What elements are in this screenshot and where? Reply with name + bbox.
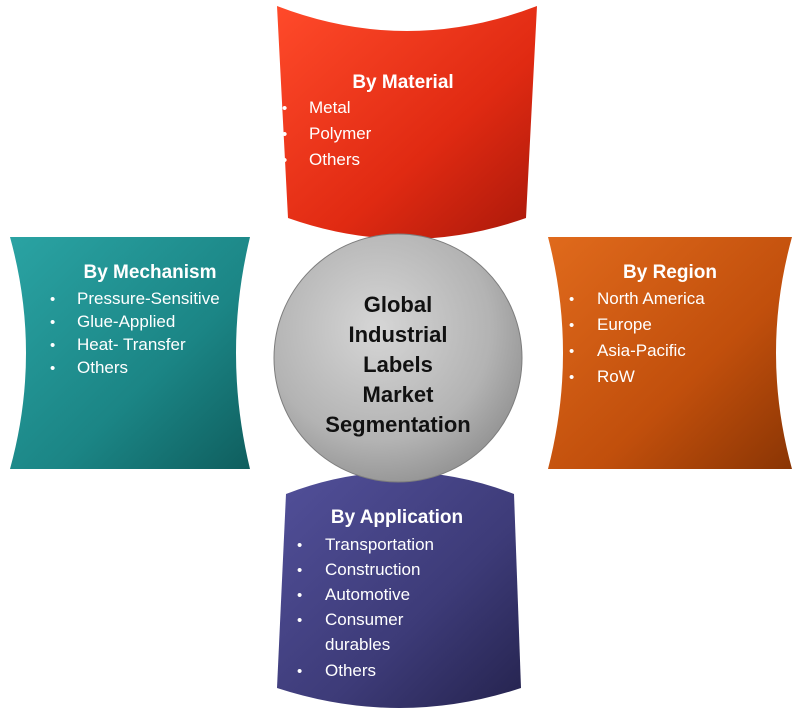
center-title-line: Segmentation	[325, 412, 470, 437]
mechanism-item: Heat- Transfer	[77, 335, 186, 354]
application-items: • Transportation • Construction • Automo…	[297, 535, 434, 680]
application-item: Others	[325, 661, 376, 680]
segment-application: By Application • Transportation • Constr…	[277, 472, 521, 708]
region-items: • North America • Europe • Asia-Pacific …	[569, 289, 705, 386]
material-bullet: •	[282, 126, 287, 143]
region-item: Europe	[597, 315, 652, 334]
mechanism-bullet: •	[50, 360, 55, 377]
application-item: durables	[325, 635, 390, 654]
application-bullet: •	[297, 562, 302, 579]
material-item: Polymer	[309, 124, 372, 143]
region-item: North America	[597, 289, 705, 308]
mechanism-bullet: •	[50, 337, 55, 354]
application-shape	[277, 472, 521, 708]
material-item: Metal	[309, 98, 351, 117]
material-bullet: •	[282, 152, 287, 169]
application-item: Consumer	[325, 610, 404, 629]
region-item: Asia-Pacific	[597, 341, 686, 360]
center-circle	[273, 233, 523, 483]
segment-material: By Material • Metal • Polymer • Others	[277, 6, 537, 239]
region-item: RoW	[597, 367, 635, 386]
material-bullet: •	[282, 100, 287, 117]
mechanism-bullet: •	[50, 291, 55, 308]
material-title: By Material	[352, 72, 453, 93]
application-item: Construction	[325, 560, 420, 579]
material-item: Others	[309, 150, 360, 169]
region-shape	[548, 237, 792, 469]
center-hub: Global Industrial Labels Market Segmenta…	[273, 233, 523, 483]
center-title-line: Labels	[363, 352, 433, 377]
region-bullet: •	[569, 343, 574, 360]
application-bullet: •	[297, 663, 302, 680]
region-bullet: •	[569, 317, 574, 334]
center-title-line: Industrial	[348, 322, 447, 347]
application-item: Automotive	[325, 585, 410, 604]
mechanism-shape	[10, 237, 250, 469]
mechanism-bullet: •	[50, 314, 55, 331]
mechanism-item: Glue-Applied	[77, 312, 175, 331]
mechanism-item: Others	[77, 358, 128, 377]
region-title: By Region	[623, 262, 717, 283]
center-title-line: Global	[364, 292, 432, 317]
segment-region: By Region • North America • Europe • Asi…	[548, 237, 792, 469]
application-item: Transportation	[325, 535, 434, 554]
mechanism-item: Pressure-Sensitive	[77, 289, 220, 308]
center-title-line: Market	[363, 382, 435, 407]
mechanism-items: • Pressure-Sensitive • Glue-Applied • He…	[50, 289, 220, 377]
material-items: • Metal • Polymer • Others	[282, 98, 372, 169]
application-bullet: •	[297, 537, 302, 554]
region-bullet: •	[569, 291, 574, 308]
material-shape	[277, 6, 537, 239]
region-bullet: •	[569, 369, 574, 386]
mechanism-title: By Mechanism	[83, 262, 216, 283]
application-bullet: •	[297, 587, 302, 604]
application-bullet: •	[297, 612, 302, 629]
application-title: By Application	[331, 507, 463, 528]
segment-mechanism: By Mechanism • Pressure-Sensitive • Glue…	[10, 237, 250, 469]
